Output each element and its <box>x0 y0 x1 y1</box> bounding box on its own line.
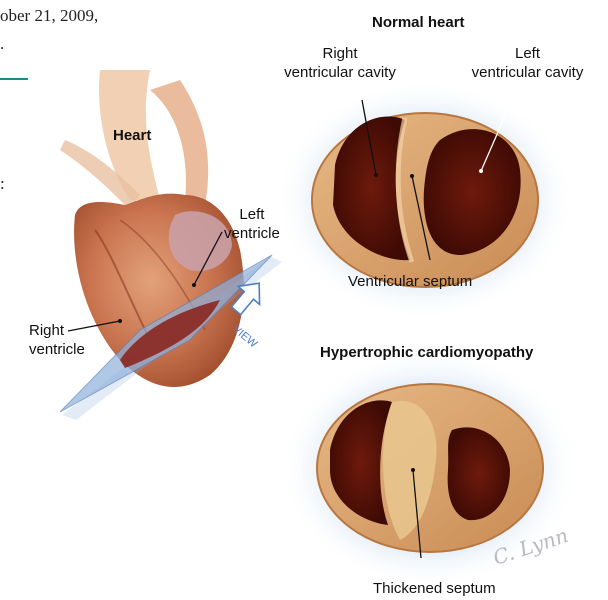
hcm-heart-section <box>317 384 543 552</box>
hcm-title: Hypertrophic cardiomyopathy <box>320 343 533 362</box>
normal-heart-section <box>312 113 538 287</box>
left-ventricle-label: Left ventricle <box>224 205 280 243</box>
heart-title: Heart <box>113 126 151 145</box>
left-cavity-label: Left ventricular cavity <box>450 44 605 82</box>
right-ventricle-label: Right ventricle <box>29 321 85 359</box>
normal-heart-title: Normal heart <box>372 13 465 32</box>
right-cavity-label: Right ventricular cavity <box>260 44 420 82</box>
septum-label: Ventricular septum <box>348 272 472 291</box>
thickened-septum-label: Thickened septum <box>373 579 496 598</box>
